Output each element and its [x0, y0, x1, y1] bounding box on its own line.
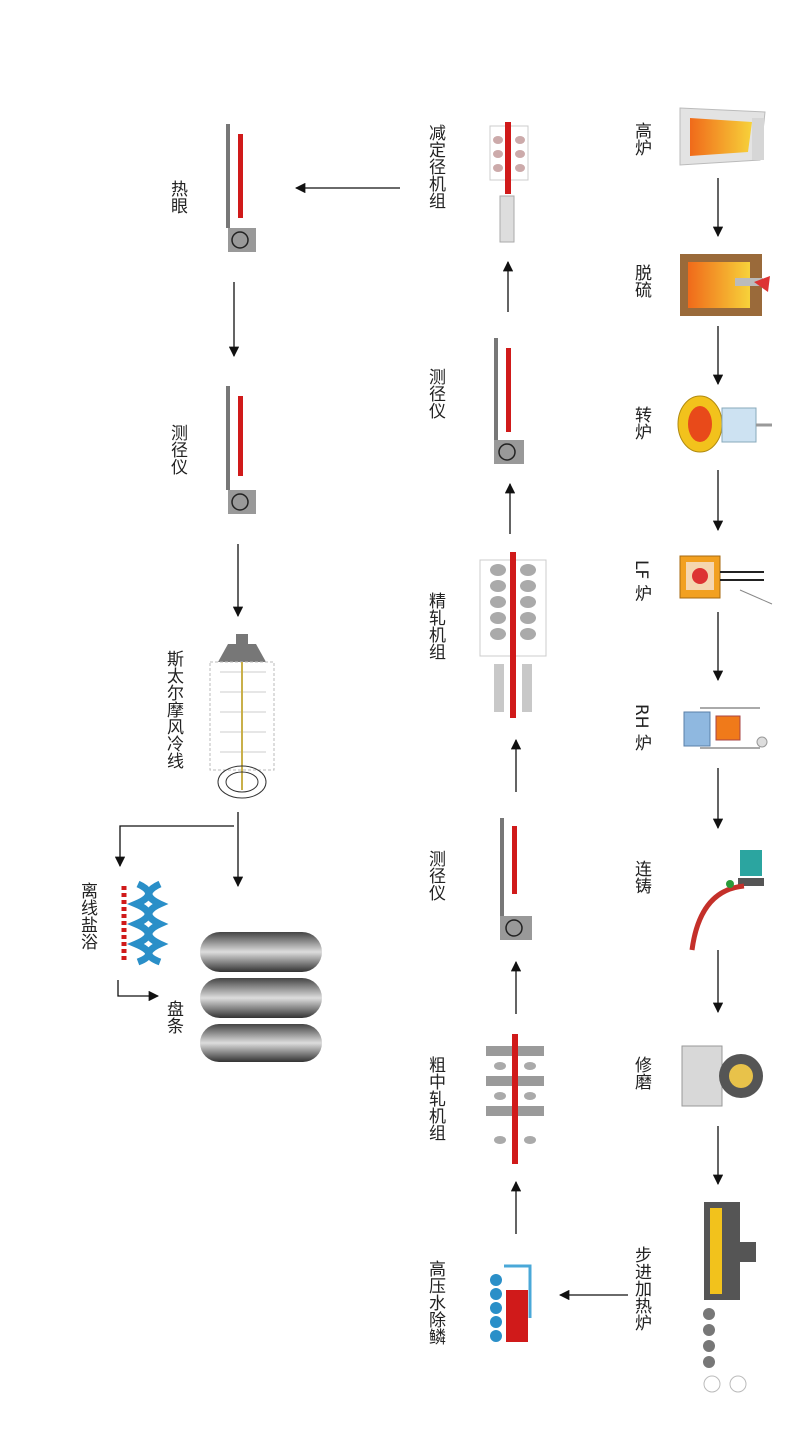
label-desulfurization: 脱硫 [631, 264, 651, 298]
salt-bath-icon [121, 880, 169, 966]
label-lf-furnace: LF 炉 [631, 560, 651, 602]
label-gauge: 测径仪 [425, 850, 445, 901]
label-gauge: 测径仪 [425, 368, 445, 419]
lf-furnace-icon [679, 555, 773, 605]
label-roughing-mill: 粗中轧机组 [425, 1056, 445, 1141]
label-rh-furnace: RH 炉 [631, 704, 651, 751]
desulfurization-icon [680, 254, 770, 316]
branch-arrow [117, 980, 160, 1002]
descaling-icon [490, 1264, 532, 1342]
continuous-casting-icon [689, 850, 764, 951]
label-descaling: 高压水除鳞 [425, 1260, 445, 1345]
label-offline-salt-bath: 离线盐浴 [77, 882, 97, 950]
converter-icon [677, 395, 772, 453]
label-continuous-casting: 连铸 [631, 860, 651, 894]
blast-furnace-icon [679, 107, 766, 166]
label-stelmor-conveyor: 斯太尔摩风冷线 [163, 650, 183, 769]
gauge-meter-icon [500, 818, 532, 940]
label-reducing-sizing-mill: 减定径机组 [425, 124, 445, 209]
wire-coil-icon [200, 932, 322, 1062]
finishing-mill-icon [479, 552, 547, 718]
gauge-meter-icon [226, 386, 256, 514]
rh-furnace-icon [683, 707, 768, 749]
roughing-mill-icon [486, 1034, 544, 1164]
stelmor-conveyor-icon [209, 634, 275, 799]
grinding-icon [681, 1045, 763, 1107]
label-blast-furnace: 高炉 [631, 122, 651, 156]
walking-beam-furnace-icon [703, 1202, 756, 1393]
hot-measurement-icon [226, 124, 256, 252]
label-hot-measurement: 热眼 [167, 180, 187, 214]
label-gauge: 测径仪 [167, 424, 187, 475]
gauge-meter-icon [494, 338, 524, 464]
reducing-sizing-mill-icon [489, 122, 529, 243]
branch-arrow [114, 825, 234, 868]
label-coil: 盘条 [163, 1000, 183, 1034]
label-converter: 转炉 [631, 406, 651, 440]
label-finishing-mill: 精轧机组 [425, 592, 445, 660]
label-grinding: 修磨 [631, 1056, 651, 1090]
label-walking-beam-furnace: 步进加热炉 [631, 1246, 651, 1331]
